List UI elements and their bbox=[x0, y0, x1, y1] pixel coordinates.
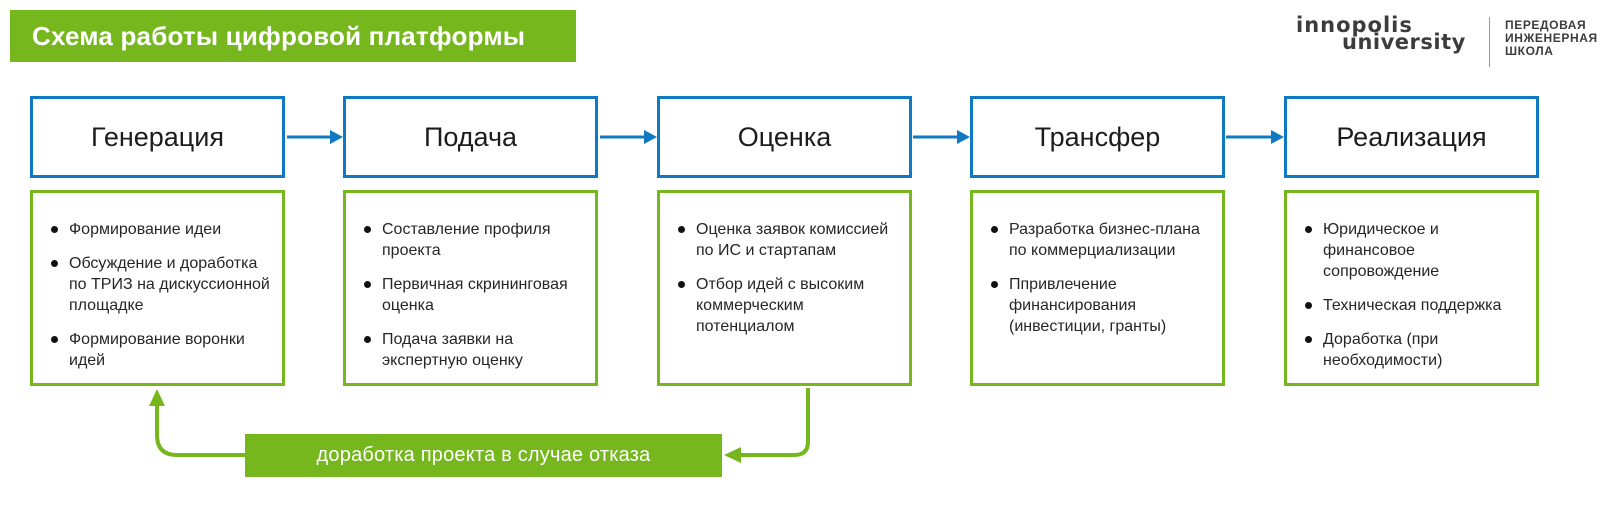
bullet-item: Первичная скрининговая оценка bbox=[360, 274, 585, 316]
stage-header-generation: Генерация bbox=[30, 96, 285, 178]
bullet-item: Техническая поддержка bbox=[1301, 295, 1526, 316]
page-title-bar: Схема работы цифровой платформы bbox=[10, 10, 576, 62]
logo-division-name: ПЕРЕДОВАЯ ИНЖЕНЕРНАЯ ШКОЛА bbox=[1505, 19, 1598, 58]
innopolis-university-logo: innopolis university ПЕРЕДОВАЯ ИНЖЕНЕРНА… bbox=[1296, 12, 1606, 72]
bullet-item: Оценка заявок комиссией по ИС и стартапа… bbox=[674, 219, 899, 261]
logo-divider bbox=[1489, 17, 1490, 67]
bullet-item: Доработка (при необходимости) bbox=[1301, 329, 1526, 371]
stage-header-label: Трансфер bbox=[1034, 121, 1161, 152]
feedback-arrow-left-icon bbox=[724, 447, 741, 463]
bullet-item: Обсуждение и доработка по ТРИЗ на дискус… bbox=[47, 253, 272, 316]
logo-wordmark-line2: university bbox=[1342, 30, 1466, 54]
flow-arrow-2 bbox=[600, 130, 657, 144]
stage-header-label: Реализация bbox=[1336, 121, 1487, 152]
bullet-list: Разработка бизнес-плана по коммерциализа… bbox=[987, 219, 1212, 337]
bullet-item: Формирование воронки идей bbox=[47, 329, 272, 371]
stage-header-evaluation: Оценка bbox=[657, 96, 912, 178]
stage-header-label: Оценка bbox=[737, 121, 832, 152]
feedback-arrow-up-icon bbox=[149, 389, 165, 406]
bullet-item: Разработка бизнес-плана по коммерциализа… bbox=[987, 219, 1212, 261]
stage-header-submission: Подача bbox=[343, 96, 598, 178]
stage-header-label: Подача bbox=[423, 121, 518, 152]
stage-header-realization: Реализация bbox=[1284, 96, 1539, 178]
logo-division-line: ИНЖЕНЕРНАЯ bbox=[1505, 31, 1598, 45]
feedback-label: доработка проекта в случае отказа bbox=[316, 444, 651, 466]
stage-details-transfer: Разработка бизнес-плана по коммерциализа… bbox=[970, 190, 1225, 386]
stage-details-evaluation: Оценка заявок комиссией по ИС и стартапа… bbox=[657, 190, 912, 386]
feedback-connector-right bbox=[740, 388, 810, 457]
bullet-item: Подача заявки на экспертную оценку bbox=[360, 329, 585, 371]
bullet-item: Ппривлечение финансирования (инвестиции,… bbox=[987, 274, 1212, 337]
feedback-label-box: доработка проекта в случае отказа bbox=[245, 434, 722, 477]
logo-division-line: ШКОЛА bbox=[1505, 44, 1554, 58]
flow-arrow-4 bbox=[1226, 130, 1284, 144]
logo-wordmark-line1: innopolis bbox=[1296, 13, 1413, 37]
bullet-item: Отбор идей с высоким коммерческим потенц… bbox=[674, 274, 899, 337]
feedback-connector-left bbox=[155, 404, 245, 457]
bullet-item: Юридическое и финансовое сопровождение bbox=[1301, 219, 1526, 282]
stage-header-label: Генерация bbox=[91, 121, 224, 152]
bullet-list: Оценка заявок комиссией по ИС и стартапа… bbox=[674, 219, 899, 337]
flow-arrow-1 bbox=[287, 130, 343, 144]
page-title: Схема работы цифровой платформы bbox=[32, 20, 526, 51]
flow-arrow-3 bbox=[913, 130, 970, 144]
bullet-item: Составление профиля проекта bbox=[360, 219, 585, 261]
bullet-item: Формирование идеи bbox=[47, 219, 272, 240]
stage-header-transfer: Трансфер bbox=[970, 96, 1225, 178]
logo-division-line: ПЕРЕДОВАЯ bbox=[1505, 18, 1587, 32]
